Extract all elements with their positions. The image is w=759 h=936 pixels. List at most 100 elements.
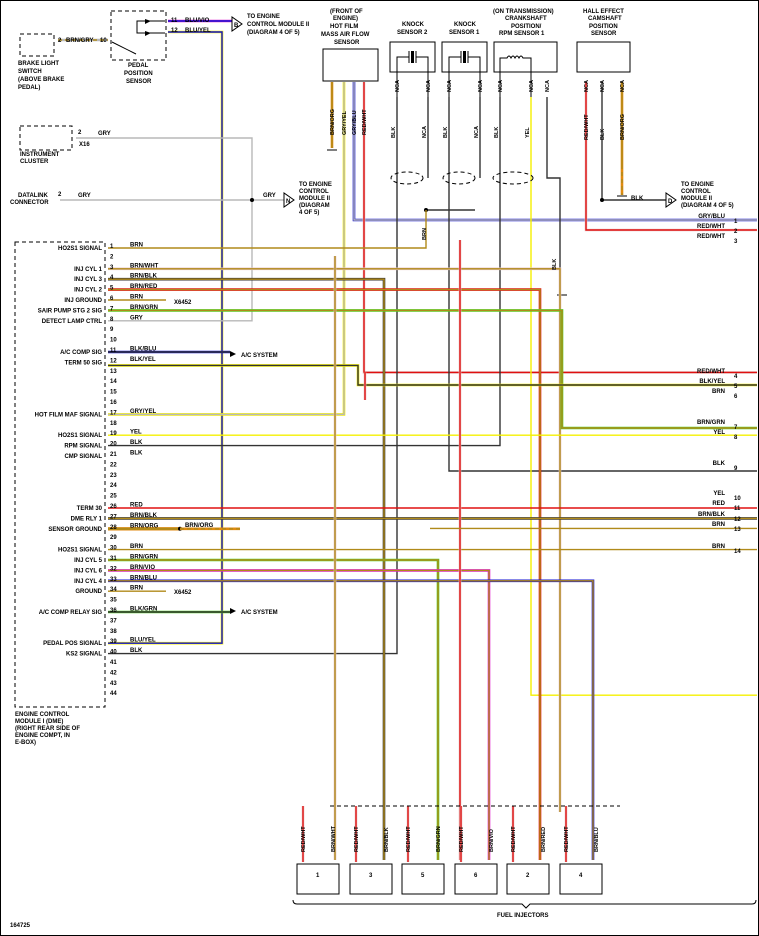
ecm-pin-wire: BLK/BLU (130, 347, 156, 353)
ecm-pin-wire: BLK (130, 648, 143, 654)
pedal-position-sensor (110, 10, 167, 61)
cam-pin1-wire (585, 82, 757, 231)
shield-icon (442, 171, 476, 185)
inj2-wire (108, 288, 541, 860)
sensor-ground-wire-label: BRN/ORG (185, 523, 214, 529)
ecm-ref-mid-label: MODULE II (299, 196, 330, 202)
ecm-pin-number: 20 (110, 442, 117, 448)
ecm-pin-number: 1 (110, 244, 114, 250)
exit-wire-label: YEL (713, 430, 725, 436)
pedal-pin12-wire (108, 30, 224, 645)
splice-dot (250, 198, 254, 202)
connector-arrow-icon (231, 16, 243, 32)
ecm-pin-number: 43 (110, 681, 117, 687)
ecm-pin-name: HOT FILM MAF SIGNAL (35, 412, 103, 418)
ecm-pin-number: 38 (110, 629, 117, 635)
ecm-pin-number: 32 (110, 566, 117, 572)
ecm-pin-number: 10 (110, 338, 117, 344)
coil-icon (499, 55, 532, 97)
ecm-pin-name: HO2S1 SIGNAL (58, 246, 102, 252)
wire-label: BRN/ORG (620, 114, 626, 140)
ecm-pin-name: DME RLY 1 (71, 516, 103, 522)
ecm-ref-right-wire: BLK (631, 196, 644, 202)
pedal-pin-11: 11 (171, 18, 178, 24)
ecm-ref-right-label: (DIAGRAM 4 OF 5) (681, 203, 734, 209)
injector-number: 4 (579, 873, 583, 879)
ecm-pin-wire: BLK/GRN (130, 607, 157, 613)
inj1-wire (108, 268, 561, 812)
term50-wire (108, 364, 757, 387)
right-exit-list: GRY/BLU1RED/WHT2RED/WHT3RED/WHT4BLK/YEL5… (697, 214, 741, 555)
ecm-pin-wire: BRN/BLK (130, 274, 158, 280)
exit-number: 14 (734, 549, 741, 555)
injector-number: 6 (474, 873, 478, 879)
crank-yel-wire (530, 97, 757, 696)
connector-id: D (668, 199, 673, 205)
maf-wire-label: GRY/YEL (342, 110, 348, 135)
wire-label: NCA (422, 126, 428, 138)
pedal-switch-arm (111, 41, 137, 55)
ecm-pin-wire: BRN (130, 295, 143, 301)
cam-label: HALL EFFECT (583, 9, 624, 15)
exit-wire-label: RED (712, 501, 725, 507)
cam-label: CAMSHAFT (588, 16, 622, 22)
wire-label: RED/WHT (584, 114, 590, 140)
ecm-pin-wire: BRN/ORG (130, 523, 159, 529)
pedal-sensor-pin: 10 (100, 38, 107, 44)
maf-label: SENSOR (334, 40, 360, 46)
exit-number: 6 (734, 394, 738, 400)
injector-2 (506, 863, 550, 895)
ecm-pin-wire: BRN (130, 544, 143, 550)
nca-label: NCA (447, 80, 453, 92)
ecm-pin-wire: BRN/WHT (130, 263, 159, 269)
ecm-pin-wire: BLU/YEL (130, 638, 156, 644)
shield-icon (492, 171, 534, 185)
crank-wire (108, 97, 501, 447)
inj6-wire (108, 569, 490, 860)
ecm-pin-name: A/C COMP SIG (60, 350, 102, 356)
injector-wire-label: BRN/GRN (436, 826, 442, 852)
exit-number: 2 (734, 229, 738, 235)
exit-wire-label: RED/WHT (697, 234, 725, 240)
ecm-pin-name: DETECT LAMP CTRL (42, 319, 103, 325)
ecm-pin-name: TERM 50 SIG (65, 360, 103, 366)
ecm-pin-number: 28 (110, 525, 117, 531)
ecm-label: MODULE I (DME) (15, 719, 63, 725)
maf-label: HOT FILM (330, 24, 358, 30)
injector-wire-label: RED/WHT (564, 826, 570, 852)
crank-label: RPM SENSOR 1 (499, 31, 545, 37)
ecm-pin-name: INJ CYL 6 (74, 568, 103, 574)
exit-wire-label: BRN/BLK (698, 512, 726, 518)
cam-label: SENSOR (591, 31, 617, 37)
ecm-pin-number: 15 (110, 390, 117, 396)
nca-label: NCA (426, 80, 432, 92)
exit-number: 13 (734, 527, 741, 533)
ho2s1-wire (108, 210, 427, 249)
brake-light-switch (19, 33, 55, 57)
inj2-wire (108, 288, 542, 860)
injector-1 (296, 863, 340, 895)
ecm-pin-number: 40 (110, 650, 117, 656)
ecm-pin-number: 24 (110, 483, 117, 489)
exit-number: 12 (734, 517, 741, 523)
inj6-wire (108, 569, 491, 860)
ecm-pin-name: HO2S1 SIGNAL (58, 548, 102, 554)
injector-4 (559, 863, 603, 895)
ecm-pin-name: A/C COMP RELAY SIG (39, 610, 103, 616)
ecm-pin-wire: RED (130, 503, 143, 509)
knock2-label: SENSOR 2 (397, 30, 428, 36)
brake-switch-label: PEDAL) (18, 85, 40, 91)
datalink-label: CONNECTOR (10, 200, 49, 206)
maf-pin4-wire (353, 82, 757, 221)
cluster-wire-label: GRY (98, 131, 111, 137)
exit-wire-label: RED/WHT (697, 369, 725, 375)
ecm-pin-number: 2 (110, 254, 114, 260)
injector-number: 5 (421, 873, 425, 879)
knock2-label: KNOCK (402, 22, 425, 28)
wire-label: BLK (494, 127, 500, 138)
ecm-pin-number: 33 (110, 577, 117, 583)
wire-label: BLK (443, 127, 449, 138)
datalink-label: DATALINK (18, 193, 48, 199)
